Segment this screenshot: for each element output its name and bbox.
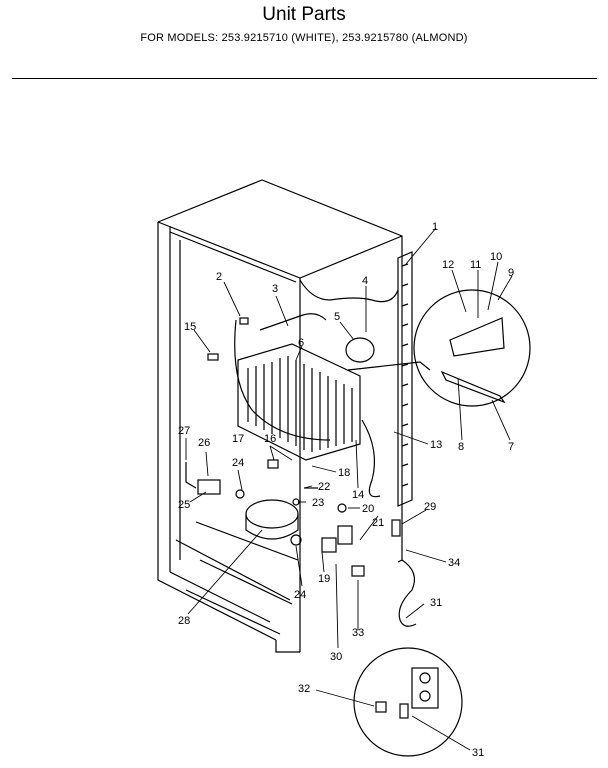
callout-14: 14 <box>352 489 364 501</box>
callout-31b: 31 <box>472 747 484 759</box>
callout-15: 15 <box>184 321 196 333</box>
callout-20: 20 <box>362 503 374 515</box>
cabinet-drawing <box>157 179 531 757</box>
page-title: Unit Parts <box>262 4 346 25</box>
callout-17: 17 <box>232 433 244 445</box>
models-subtitle: FOR MODELS: 253.9215710 (WHITE), 253.921… <box>140 32 468 44</box>
callout-19: 19 <box>318 573 330 585</box>
callout-2: 2 <box>216 271 222 283</box>
callout-24a: 24 <box>232 457 244 469</box>
callout-34: 34 <box>448 557 460 569</box>
callout-30: 30 <box>330 651 342 663</box>
callout-29: 29 <box>424 501 436 513</box>
callout-10: 10 <box>490 251 502 263</box>
callout-6: 6 <box>298 337 304 349</box>
callout-16: 16 <box>264 433 276 445</box>
header-divider <box>12 78 597 79</box>
leader-lines <box>185 227 513 751</box>
callout-8: 8 <box>458 441 464 453</box>
callout-18: 18 <box>338 467 350 479</box>
callout-4: 4 <box>362 275 368 287</box>
callout-7: 7 <box>508 441 514 453</box>
callout-1: 1 <box>432 221 438 233</box>
callout-25: 25 <box>178 499 190 511</box>
callout-labels: 1 2 3 4 5 6 7 8 9 10 11 12 13 14 15 16 1… <box>178 221 514 759</box>
callout-24b: 24 <box>294 589 306 601</box>
callout-22: 22 <box>318 481 330 493</box>
callout-13: 13 <box>430 439 442 451</box>
callout-9: 9 <box>508 267 514 279</box>
callout-31a: 31 <box>430 597 442 609</box>
callout-12: 12 <box>442 259 454 271</box>
callout-26: 26 <box>198 437 210 449</box>
callout-33: 33 <box>352 627 364 639</box>
callout-28: 28 <box>178 615 190 627</box>
callout-21: 21 <box>372 517 384 529</box>
callout-3: 3 <box>272 283 278 295</box>
callout-5: 5 <box>334 311 340 323</box>
callout-23: 23 <box>312 497 324 509</box>
callout-32: 32 <box>298 683 310 695</box>
callout-11: 11 <box>470 259 481 271</box>
callout-27: 27 <box>178 425 190 437</box>
